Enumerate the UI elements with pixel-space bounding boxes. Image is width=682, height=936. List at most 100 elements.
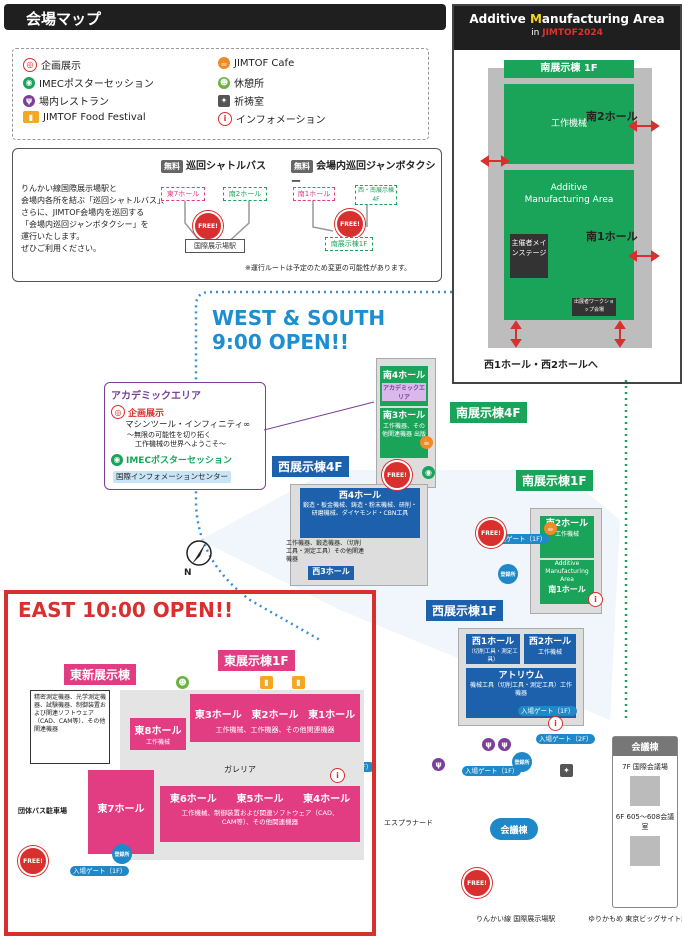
route-note: ※運行ルートは予定のため変更の可能性があります。	[245, 264, 412, 272]
shuttle-description: りんかい線国際展示場駅と 会場内各所を結ぶ「巡回シャトルバス」、 さらに、JIM…	[21, 184, 169, 253]
conference-6f-icon	[630, 836, 660, 866]
restaurant-icon: ψ	[23, 94, 35, 107]
poster-icon: ◉	[111, 453, 123, 466]
gate-conference-1f: 入場ゲート（1F）	[462, 766, 522, 776]
legend: ◎ 企画展示 ☕ JIMTOF Cafe ◉ IMECポスターセッション ☻ 休…	[12, 48, 429, 140]
legend-item-exhibit: ◎ 企画展示	[23, 57, 81, 72]
workshop-venue: 出展者ワークショップ会場	[572, 298, 616, 316]
free-taxi-4f: FREE!	[382, 460, 412, 490]
building-south1f: 南展示棟1F	[516, 470, 593, 491]
bus-stop-south2: 南2ホール	[223, 187, 267, 201]
free-bus-east: FREE!	[18, 846, 48, 876]
hall-east456: 東6ホール 東5ホール 東4ホール 工作機械、制御装置および関連ソフトウェア（C…	[160, 786, 360, 842]
conference-building-label: 会議棟	[490, 818, 538, 840]
info-icon: i	[330, 768, 345, 783]
east-area-frame	[4, 590, 376, 936]
exhibit-icon: ◎	[23, 57, 37, 72]
legend-item-info: i インフォメーション	[218, 111, 326, 126]
hall-east2: 東2ホール	[251, 710, 299, 721]
free-bus-south: FREE!	[476, 518, 506, 548]
east-open-title: EAST 10:00 OPEN!!	[18, 598, 234, 622]
poster-icon: ◉	[422, 466, 435, 479]
compass	[182, 536, 216, 570]
am-building-label: 南展示棟 1F	[504, 60, 634, 78]
taxi-title: 無料会場内巡回ジャンボタクシー	[291, 160, 436, 188]
gate-east7-1f: 入場ゲート（1F）	[70, 866, 130, 876]
taxi-stop-south1: 南1ホール	[293, 187, 335, 201]
exhibit-icon: ◎	[111, 405, 125, 419]
hall-east1: 東1ホール	[308, 710, 356, 721]
exhibit-name: マシンツール・インフィニティ∞	[125, 420, 251, 430]
hall-east8: 東8ホール 工作機械	[130, 718, 186, 750]
food-festival-icon: ▮	[260, 676, 273, 689]
gate-west-2f: 入場ゲート（2F）	[536, 734, 596, 744]
building-west4f: 西展示棟4F	[272, 456, 349, 477]
am-hall-south2-label: 南2ホール	[586, 110, 638, 123]
page-header: 会場マップ	[4, 4, 446, 30]
compass-north: N	[184, 568, 192, 578]
registration-icon: 登録所	[498, 564, 518, 584]
building-south4f: 南展示棟4F	[450, 402, 527, 423]
registration-icon-2: 登録所	[512, 752, 532, 772]
academic-area-box: アカデミックエリア ◎ 企画展示 マシンツール・インフィニティ∞ ～無限の可能性…	[104, 382, 266, 490]
page-title: 会場マップ	[26, 10, 102, 28]
hall-south3: 南3ホール 工作機器、その他関連機器 出版	[380, 408, 428, 458]
station-yurikamome: ゆりかもめ 東京ビッグサイト駅	[588, 915, 682, 923]
info-icon: i	[548, 716, 563, 731]
info-center-label: 国際インフォメーションセンター	[113, 471, 231, 483]
bus-stop-east7: 東7ホール	[161, 187, 205, 201]
conference-info-panel: 会議棟 7F 国際会議場 6F 605～608会議室	[612, 736, 678, 908]
compass-icon	[186, 540, 212, 566]
conference-7f-icon	[630, 776, 660, 806]
info-icon: i	[218, 111, 232, 126]
legend-item-cafe: ☕ JIMTOF Cafe	[218, 57, 294, 69]
station-rinkai: りんかい線 国際展示場駅	[476, 915, 556, 923]
hall-west1: 西1ホール （切削工具・測定工具）	[466, 634, 520, 664]
bus-parking-label: 団体バス駐車場	[18, 807, 67, 815]
building-west1f: 西展示棟1F	[426, 600, 503, 621]
restaurant-icon: ψ	[482, 738, 495, 751]
shuttle-info-box: りんかい線国際展示場駅と 会場内各所を結ぶ「巡回シャトルバス」、 さらに、JIM…	[12, 148, 442, 282]
am-hall-south2: 工作機械	[504, 84, 634, 164]
am-area-panel: Additive Manufacturing Area in JIMTOF202…	[452, 4, 682, 384]
registration-icon-east: 登録所	[112, 844, 132, 864]
hall-east6: 東6ホール	[169, 794, 217, 805]
cafe-icon: ☕	[218, 57, 230, 69]
hall-south1: Additive Manufacturing Area 南1ホール	[540, 560, 594, 604]
hall-east5: 東5ホール	[236, 794, 284, 805]
rest-icon: ☻	[176, 676, 189, 689]
legend-item-food-festival: ▮ JIMTOF Food Festival	[23, 111, 146, 123]
shuttle-bus-title: 無料巡回シャトルバス	[161, 157, 266, 173]
poster-icon: ◉	[23, 76, 35, 89]
gate-west-1f: 入場ゲート（1F）	[518, 706, 578, 716]
am-exit-label: 西1ホール・西2ホールへ	[484, 360, 598, 371]
academic-poster: ◉ IMECポスターセッション	[111, 453, 232, 466]
food-festival-icon: ▮	[292, 676, 305, 689]
east7-content-box: 精密測定機器、光学測定機器、試験機器、制御装置および関連ソフトウェア（CAD、C…	[30, 690, 110, 764]
hall-west2: 西2ホール 工作機械	[524, 634, 576, 664]
hall-west3: 西3ホール	[308, 566, 354, 580]
main-stage: 主催者メインステージ	[510, 234, 548, 278]
west-south-time: 9:00 OPEN!!	[212, 330, 350, 354]
legend-item-prayer: ✦ 祈祷室	[218, 93, 264, 108]
hall-east3: 東3ホール	[194, 710, 242, 721]
restaurant-icon: ψ	[432, 758, 445, 771]
galleria-label: ガレリア	[224, 765, 256, 774]
am-area-title: Additive Manufacturing Area in JIMTOF202…	[454, 6, 680, 50]
academic-pointer	[264, 401, 375, 431]
bus-stop-station: 国際展示場駅	[185, 239, 245, 253]
esplanade-label: エスプラナード	[384, 819, 433, 827]
prayer-icon: ✦	[560, 764, 573, 777]
building-east-new: 東新展示棟	[64, 664, 137, 685]
west-south-title: WEST & SOUTH	[212, 306, 386, 330]
restaurant-icon: ψ	[498, 738, 511, 751]
west-south-boundary	[194, 290, 452, 642]
taxi-stop-4f: 西・南展示棟4F	[355, 185, 397, 205]
am-hall-south1-label: 南1ホール	[586, 230, 638, 243]
gate-south-1f: 入場ゲート（1F）	[490, 534, 550, 544]
legend-item-poster: ◉ IMECポスターセッション	[23, 75, 154, 90]
am-area-label: Additive Manufacturing Area	[524, 183, 614, 205]
legend-item-rest: ☻ 休憩所	[218, 76, 264, 90]
cafe-icon: ☕	[544, 522, 557, 535]
cafe-icon: ☕	[420, 436, 433, 449]
